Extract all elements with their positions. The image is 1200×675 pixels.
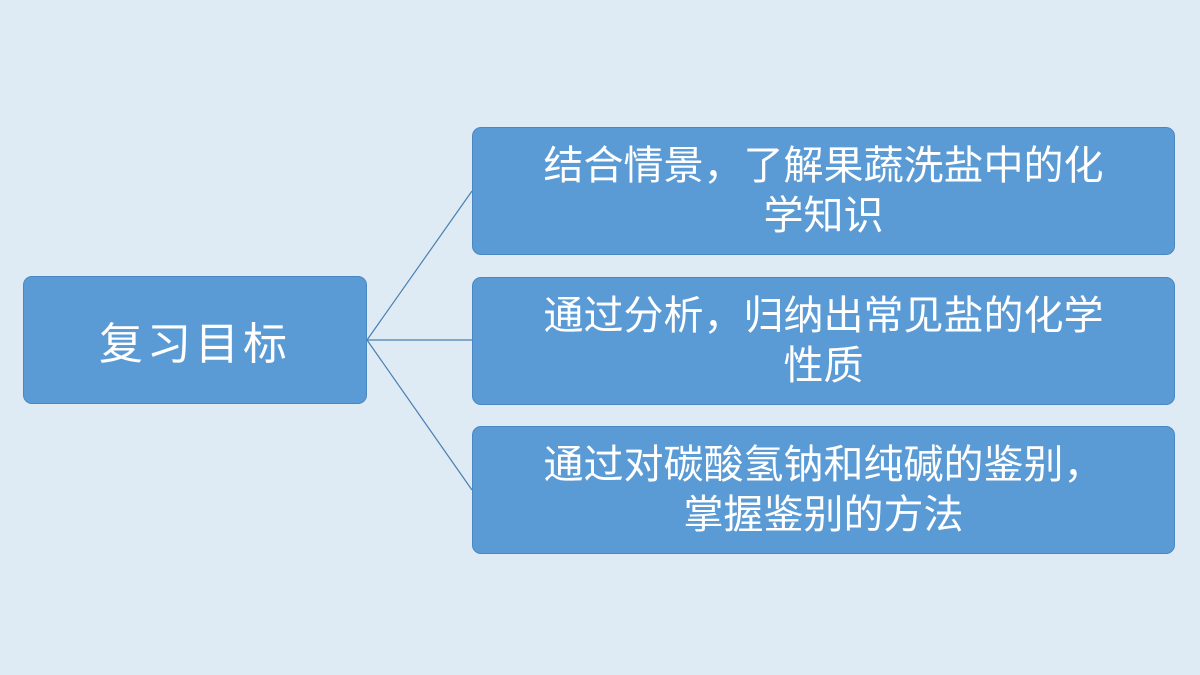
goal-1-line-2: 学知识 bbox=[763, 193, 884, 239]
connector-goal-3 bbox=[366, 339, 473, 491]
goal-1-line-1: 结合情景，了解果蔬洗盐中的化 bbox=[543, 143, 1104, 189]
goal-node-2: 通过分析，归纳出常见盐的化学 性质 bbox=[472, 277, 1175, 405]
connector-goal-1 bbox=[366, 190, 473, 341]
root-node: 复习目标 bbox=[23, 276, 367, 404]
goal-2-line-2: 性质 bbox=[783, 343, 864, 389]
root-label: 复习目标 bbox=[99, 319, 291, 370]
goal-3-line-1: 通过对碳酸氢钠和纯碱的鉴别， bbox=[543, 442, 1104, 488]
goal-2-line-1: 通过分析，归纳出常见盐的化学 bbox=[543, 293, 1104, 339]
goal-node-1: 结合情景，了解果蔬洗盐中的化 学知识 bbox=[472, 127, 1175, 255]
goal-3-line-2: 掌握鉴别的方法 bbox=[683, 492, 964, 538]
goal-node-3: 通过对碳酸氢钠和纯碱的鉴别， 掌握鉴别的方法 bbox=[472, 426, 1175, 554]
